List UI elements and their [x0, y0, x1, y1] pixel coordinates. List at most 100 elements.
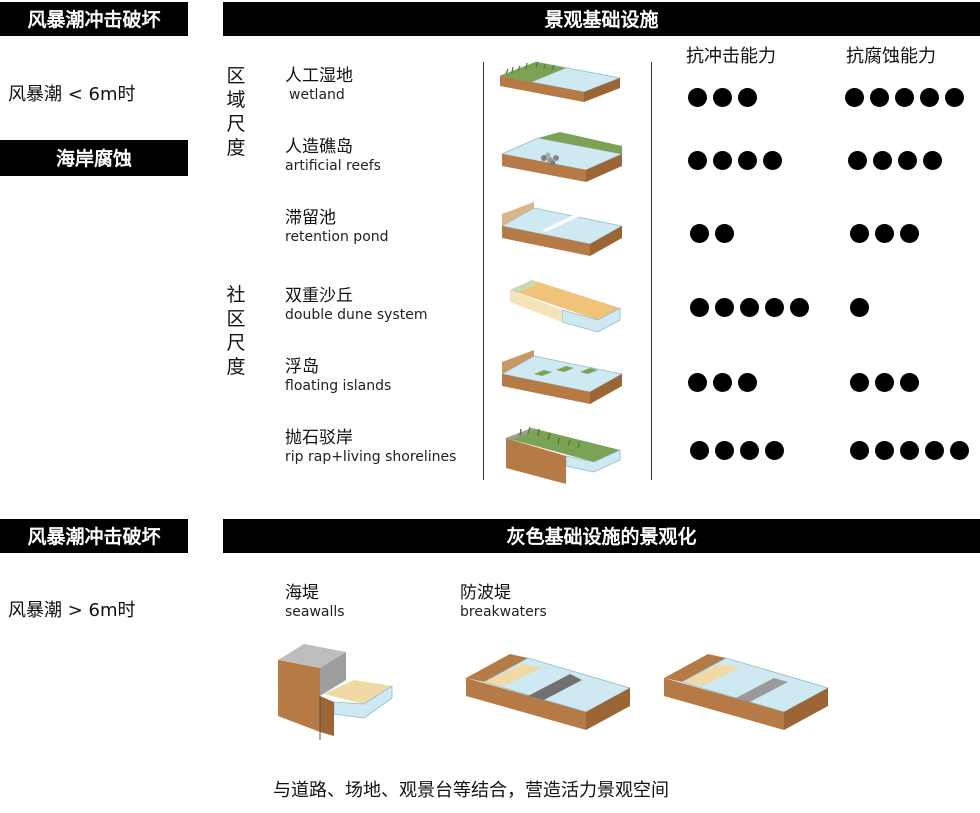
item-en: wetland — [289, 87, 345, 103]
rating-dot — [895, 88, 914, 107]
rip-rap-diagram — [506, 426, 621, 484]
floating-islands-diagram — [500, 350, 624, 404]
rating-dot — [740, 298, 759, 317]
infra-row-floating: 浮岛 floating islands — [285, 357, 391, 395]
scale-community: 社区尺度 — [226, 284, 246, 378]
corrosion-rating-reefs — [848, 151, 942, 170]
infra-row-dune: 双重沙丘 double dune system — [285, 286, 427, 324]
wetland-diagram — [498, 61, 622, 102]
rating-dot — [850, 441, 869, 460]
item-zh: 人造礁岛 — [285, 137, 353, 157]
divider-right — [651, 62, 652, 480]
item-zh: 防波堤 — [460, 583, 511, 603]
rating-dot — [925, 441, 944, 460]
item-zh: 双重沙丘 — [285, 286, 353, 306]
infra-row-wetland: 人工湿地 wetland — [285, 66, 353, 104]
left-label-underline-3 — [0, 551, 188, 553]
gray-item-breakwaters: 防波堤 breakwaters — [460, 583, 547, 621]
column-impact-resistance: 抗冲击能力 — [686, 46, 776, 67]
rating-dot — [850, 224, 869, 243]
rating-dot — [870, 88, 889, 107]
corrosion-rating-floating — [850, 373, 919, 392]
header-underline-2 — [223, 551, 980, 553]
rating-dot — [688, 88, 707, 107]
header-gray-infrastructure: 灰色基础设施的景观化 — [223, 519, 980, 551]
rating-dot — [873, 151, 892, 170]
rating-dot — [920, 88, 939, 107]
rating-dot — [950, 441, 969, 460]
condition-lt-6m: 风暴潮 < 6m时 — [8, 84, 136, 105]
breakwater-diagram-2 — [664, 654, 830, 730]
item-en: double dune system — [285, 307, 428, 323]
rating-dot — [875, 373, 894, 392]
rating-dot — [900, 224, 919, 243]
impact-rating-dune — [690, 298, 809, 317]
retention-pond-diagram — [500, 202, 624, 256]
bottom-caption: 与道路、场地、观景台等结合，营造活力景观空间 — [273, 780, 669, 801]
divider-left — [483, 62, 484, 480]
item-en: retention pond — [285, 229, 389, 245]
gray-item-seawalls: 海堤 seawalls — [285, 583, 345, 621]
rating-dot — [900, 441, 919, 460]
rating-dot — [713, 88, 732, 107]
column-corrosion-resistance: 抗腐蚀能力 — [846, 46, 936, 67]
rating-dot — [688, 151, 707, 170]
rating-dot — [790, 298, 809, 317]
rating-dot — [845, 88, 864, 107]
rating-dot — [713, 373, 732, 392]
rating-dot — [690, 298, 709, 317]
condition-gt-6m: 风暴潮 > 6m时 — [8, 600, 136, 621]
double-dune-diagram — [510, 280, 621, 333]
header-landscape-infrastructure: 景观基础设施 — [223, 2, 980, 34]
rating-dot — [900, 373, 919, 392]
item-zh: 滞留池 — [285, 208, 336, 228]
corrosion-rating-wetland — [845, 88, 964, 107]
breakwater-diagram-1 — [466, 654, 632, 730]
rating-dot — [875, 441, 894, 460]
item-en: rip rap+living shorelines — [285, 449, 457, 465]
item-en: seawalls — [285, 604, 345, 620]
corrosion-rating-riprap — [850, 441, 969, 460]
item-en: artificial reefs — [285, 158, 381, 174]
infra-row-reefs: 人造礁岛 artificial reefs — [285, 137, 381, 175]
impact-rating-wetland — [688, 88, 757, 107]
header-underline — [223, 34, 980, 36]
corrosion-rating-retention — [850, 224, 919, 243]
left-label-underline — [0, 34, 188, 36]
item-zh: 浮岛 — [285, 357, 319, 377]
rating-dot — [713, 151, 732, 170]
infra-row-retention: 滞留池 retention pond — [285, 208, 389, 246]
rating-dot — [738, 88, 757, 107]
item-zh: 人工湿地 — [285, 66, 353, 86]
rating-dot — [688, 373, 707, 392]
rating-dot — [765, 298, 784, 317]
rating-dot — [850, 373, 869, 392]
item-en: breakwaters — [460, 604, 547, 620]
impact-rating-reefs — [688, 151, 782, 170]
rating-dot — [740, 441, 759, 460]
rating-dot — [898, 151, 917, 170]
impact-rating-floating — [688, 373, 757, 392]
rating-dot — [715, 441, 734, 460]
left-label-storm-impact-bottom: 风暴潮冲击破坏 — [0, 519, 188, 551]
rating-dot — [715, 298, 734, 317]
left-label-storm-impact: 风暴潮冲击破坏 — [0, 2, 188, 34]
rating-dot — [738, 373, 757, 392]
impact-rating-retention — [690, 224, 734, 243]
seawall-diagram — [278, 644, 393, 740]
rating-dot — [875, 224, 894, 243]
rating-dot — [850, 298, 869, 317]
corrosion-rating-dune — [850, 298, 869, 317]
rating-dot — [945, 88, 964, 107]
item-zh: 海堤 — [285, 583, 319, 603]
rating-dot — [690, 224, 709, 243]
rating-dot — [848, 151, 867, 170]
artificial-reefs-diagram — [500, 132, 624, 182]
left-label-coastal-erosion: 海岸腐蚀 — [0, 140, 188, 174]
rating-dot — [690, 441, 709, 460]
rating-dot — [715, 224, 734, 243]
scale-regional: 区域尺度 — [226, 65, 246, 159]
infra-row-riprap: 抛石驳岸 rip rap+living shorelines — [285, 428, 456, 466]
rating-dot — [763, 151, 782, 170]
item-en: floating islands — [285, 378, 392, 394]
